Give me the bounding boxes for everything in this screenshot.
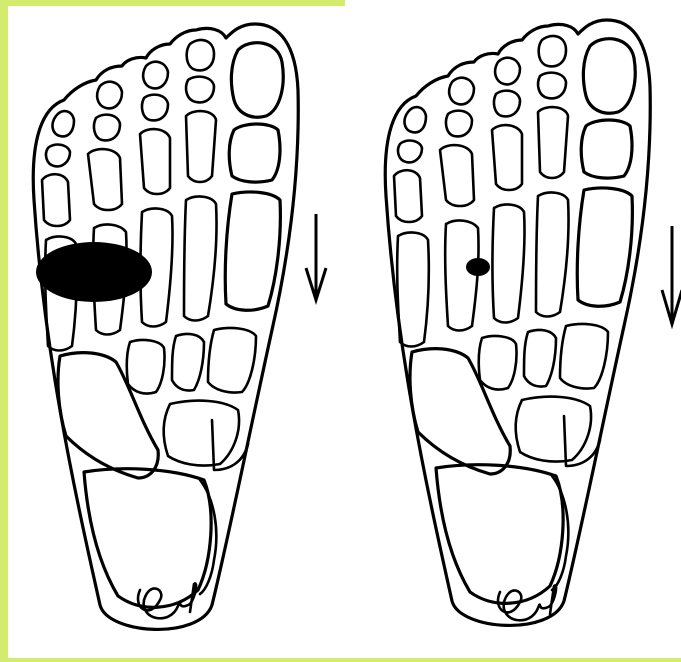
small-lesion-marker bbox=[466, 258, 490, 276]
large-lesion-marker bbox=[36, 242, 152, 302]
right-foot bbox=[385, 20, 650, 625]
left-down-arrow bbox=[306, 214, 326, 300]
left-foot bbox=[33, 24, 298, 629]
right-down-arrow bbox=[662, 226, 681, 324]
left-signature bbox=[138, 583, 196, 618]
